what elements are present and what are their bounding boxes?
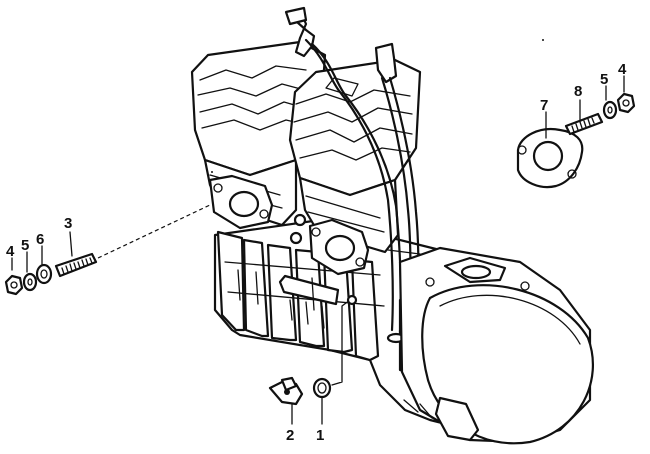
callout-2: 2: [286, 427, 294, 444]
spark-plug-cap-right: [374, 42, 398, 84]
leader-line-1: [331, 299, 351, 386]
washer-part-5-left: [22, 272, 38, 292]
callout-1: 1: [316, 427, 324, 444]
right-hardware: [516, 92, 636, 189]
callout-5-left: 5: [21, 237, 29, 254]
callout-4-left: 4: [6, 243, 15, 260]
callout-6: 6: [36, 231, 44, 248]
starter-housing: [398, 246, 594, 445]
nut-part-4-right: [616, 92, 636, 114]
callout-labels: 4 5 6 3 7 8 5 4 2 1: [6, 61, 627, 444]
washer-part-5-right: [602, 100, 618, 120]
nut-part-4-left: [4, 274, 24, 296]
callout-7: 7: [540, 97, 548, 114]
washer-part-6: [35, 263, 53, 285]
leader-line-3: [97, 204, 211, 259]
stud-part-8: [564, 112, 604, 136]
left-hardware: [4, 204, 211, 296]
callout-5-right: 5: [600, 71, 608, 88]
bottom-hardware: [268, 294, 358, 406]
engine-assembly: [190, 6, 594, 445]
stud-part-3: [54, 252, 98, 278]
intake-bar: [278, 274, 340, 306]
washer-part-1: [312, 377, 332, 399]
callout-8: 8: [574, 83, 582, 100]
lower-block: [216, 230, 385, 362]
callout-4-right: 4: [618, 61, 627, 78]
callout-3: 3: [64, 215, 72, 232]
